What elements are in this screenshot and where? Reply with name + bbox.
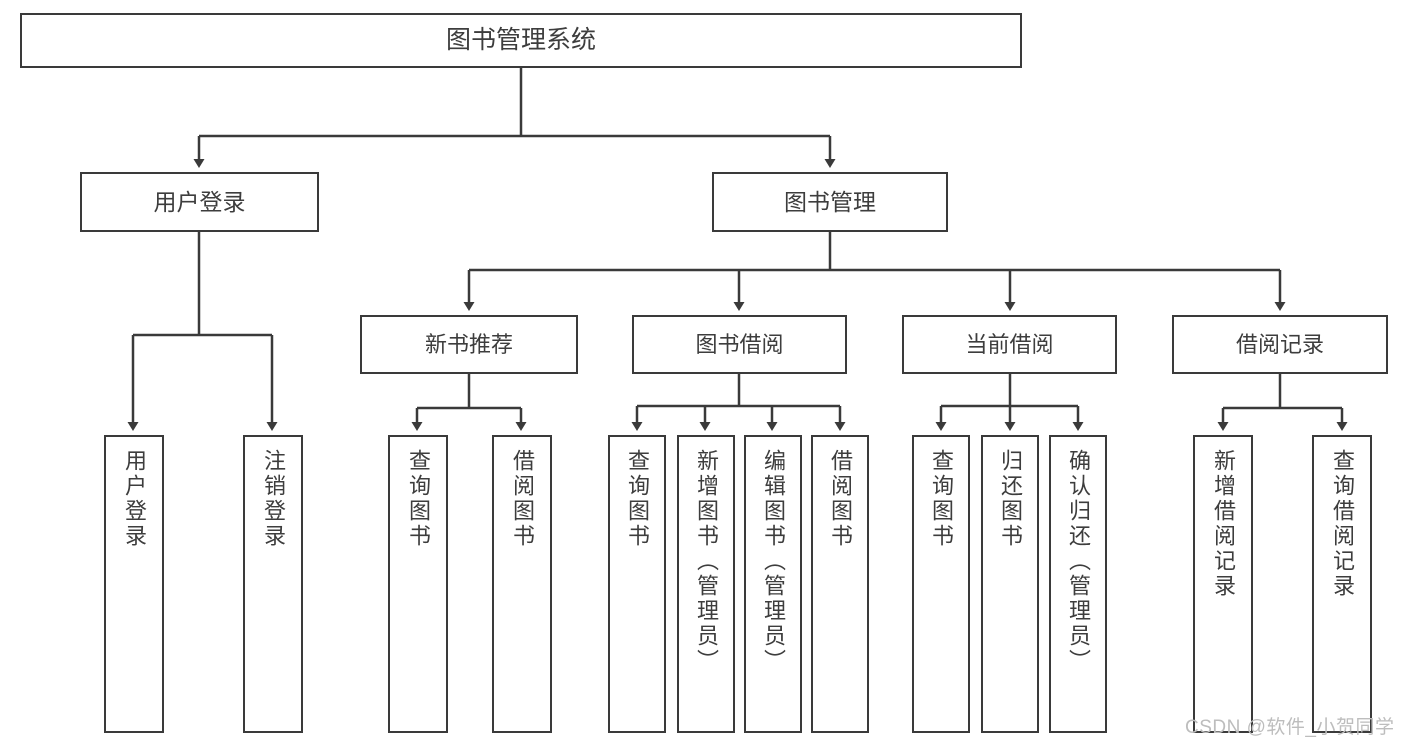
node-book-management[interactable]: 图书管理 [712,172,948,232]
node-borrow-record[interactable]: 借阅记录 [1172,315,1388,374]
leaf-new-book-2-label: 借阅图书 [510,449,535,549]
node-new-book-recommend-label: 新书推荐 [424,331,513,357]
leaf-current-borrow-2[interactable]: 归还图书 [981,435,1039,733]
leaf-book-borrow-1-label: 查询图书 [625,449,650,549]
node-new-book-recommend[interactable]: 新书推荐 [360,315,578,374]
leaf-book-borrow-4-label: 借阅图书 [828,449,853,549]
leaf-current-borrow-1[interactable]: 查询图书 [912,435,970,733]
node-user-login[interactable]: 用户登录 [80,172,319,232]
node-user-login-label: 用户登录 [153,188,246,215]
leaf-user-login-2-label: 注销登录 [261,449,286,549]
node-root-label: 图书管理系统 [445,26,596,55]
node-current-borrow[interactable]: 当前借阅 [902,315,1117,374]
node-root[interactable]: 图书管理系统 [20,13,1022,68]
node-current-borrow-label: 当前借阅 [965,331,1054,357]
leaf-book-borrow-3[interactable]: 编辑图书（管理员） [744,435,802,733]
leaf-borrow-record-1-label: 新增借阅记录 [1211,449,1236,599]
leaf-current-borrow-2-label: 归还图书 [998,449,1023,549]
leaf-book-borrow-2-label: 新增图书（管理员） [694,449,719,674]
leaf-borrow-record-1[interactable]: 新增借阅记录 [1193,435,1253,733]
leaf-borrow-record-2[interactable]: 查询借阅记录 [1312,435,1372,733]
leaf-user-login-1-label: 用户登录 [122,449,147,549]
leaf-current-borrow-1-label: 查询图书 [929,449,954,549]
node-book-borrow[interactable]: 图书借阅 [632,315,847,374]
node-book-borrow-label: 图书借阅 [695,331,784,357]
leaf-book-borrow-2[interactable]: 新增图书（管理员） [677,435,735,733]
leaf-book-borrow-3-label: 编辑图书（管理员） [761,449,786,674]
leaf-new-book-1-label: 查询图书 [406,449,431,549]
leaf-user-login-2[interactable]: 注销登录 [243,435,303,733]
leaf-book-borrow-4[interactable]: 借阅图书 [811,435,869,733]
node-borrow-record-label: 借阅记录 [1235,331,1324,357]
leaf-borrow-record-2-label: 查询借阅记录 [1330,449,1355,599]
leaf-new-book-1[interactable]: 查询图书 [388,435,448,733]
node-book-management-label: 图书管理 [784,188,876,215]
leaf-current-borrow-3[interactable]: 确认归还（管理员） [1049,435,1107,733]
leaf-book-borrow-1[interactable]: 查询图书 [608,435,666,733]
leaf-user-login-1[interactable]: 用户登录 [104,435,164,733]
leaf-new-book-2[interactable]: 借阅图书 [492,435,552,733]
leaf-current-borrow-3-label: 确认归还（管理员） [1066,449,1091,674]
